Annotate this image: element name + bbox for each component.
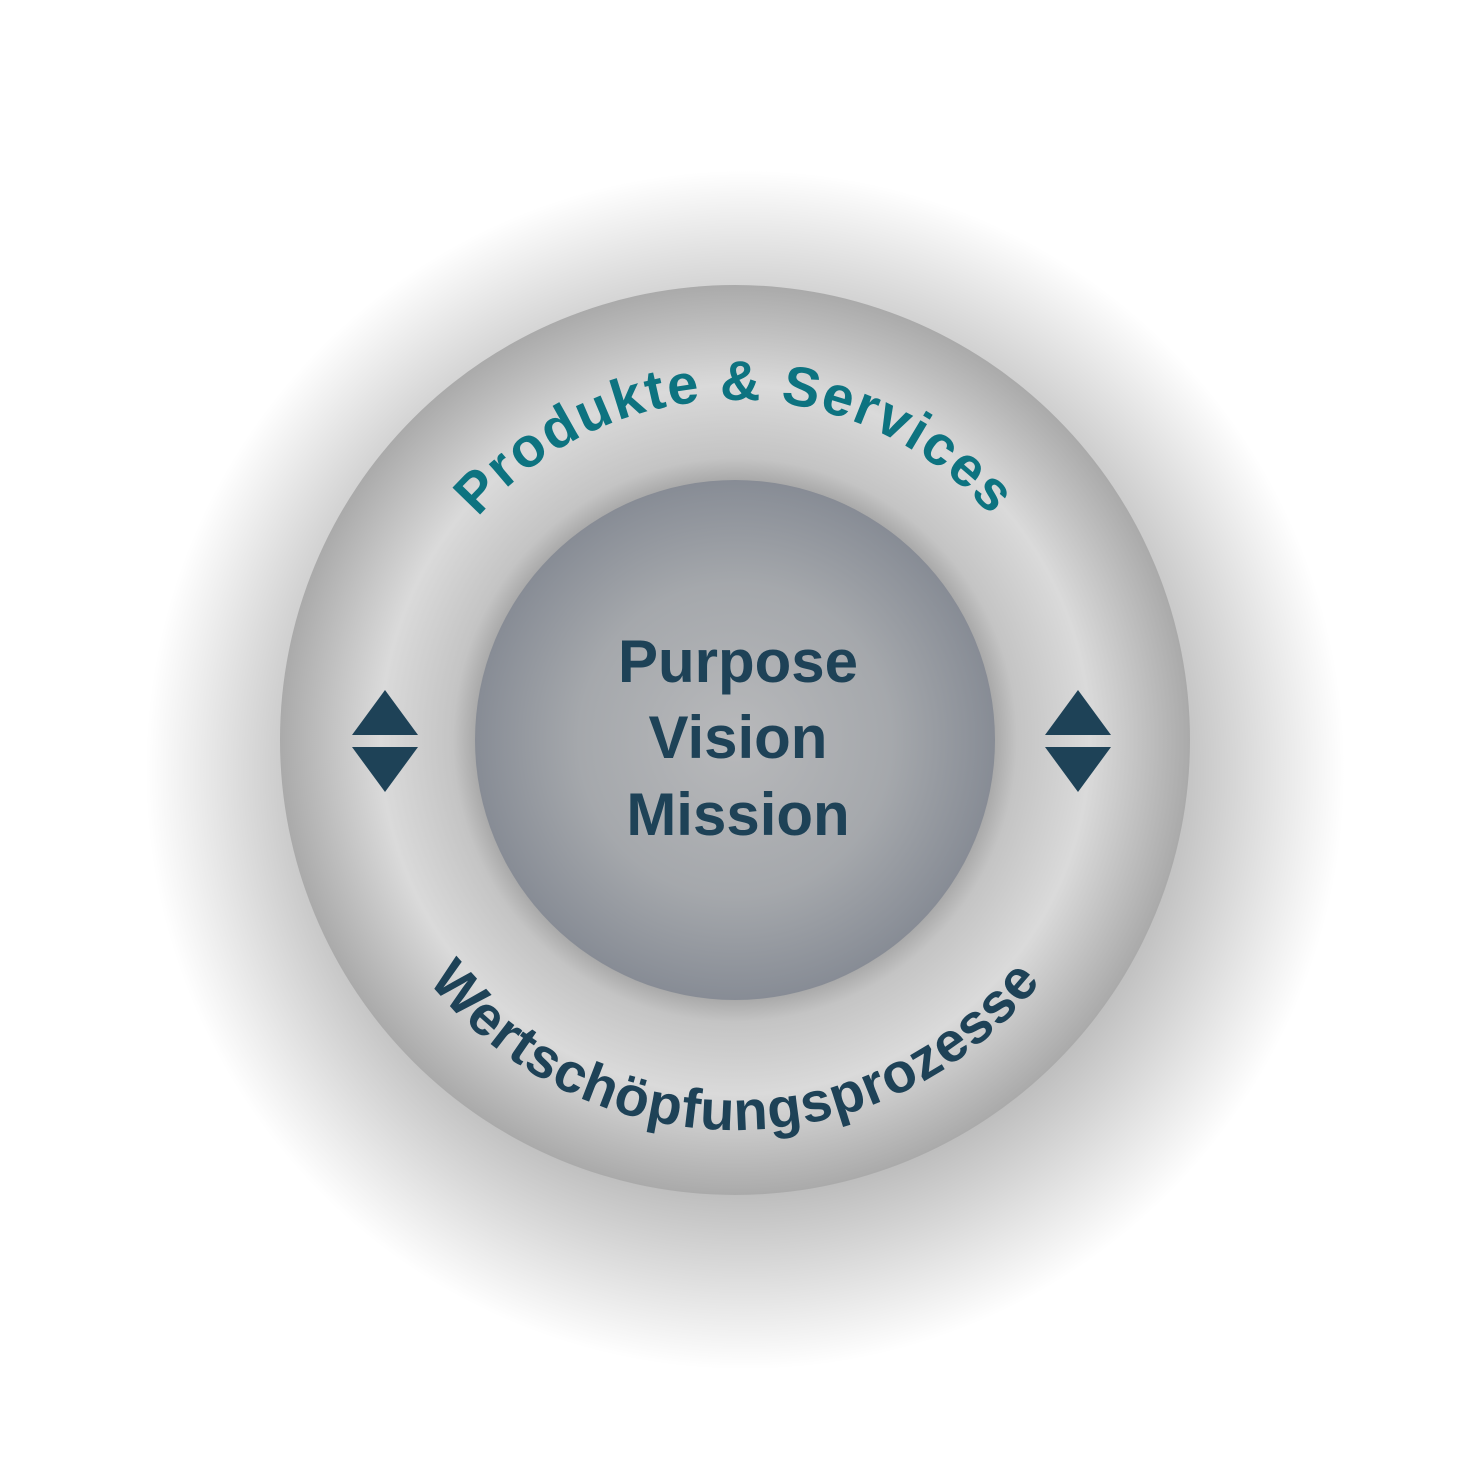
core-line-mission: Mission (626, 781, 849, 848)
up-down-arrows-icon (352, 690, 418, 792)
core-line-vision: Vision (649, 704, 828, 771)
core-circle (475, 480, 995, 1000)
up-down-arrows-icon (1045, 690, 1111, 792)
core-line-purpose: Purpose (618, 628, 858, 695)
